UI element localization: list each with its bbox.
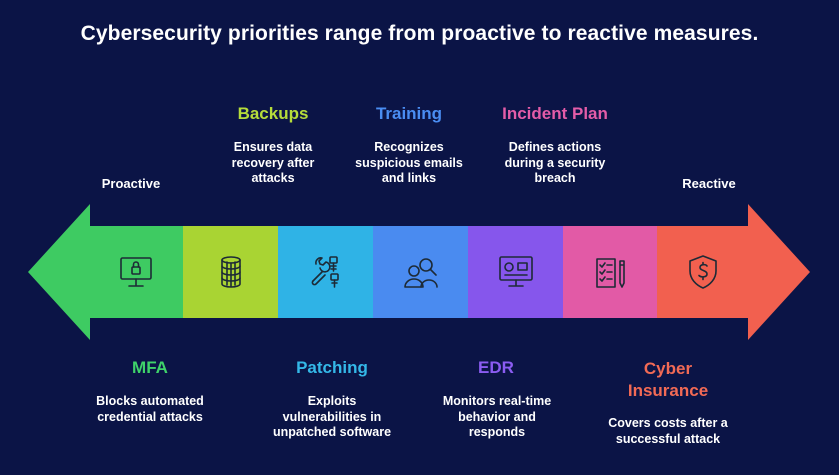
segment-edr	[468, 226, 563, 318]
right-arrow-head	[748, 204, 810, 340]
label-training: Training	[375, 104, 443, 123]
label-edr: EDR	[478, 358, 514, 377]
shield-dollar-icon	[689, 255, 717, 289]
segment-patching	[278, 226, 373, 318]
diagram-title: Cybersecurity priorities range from proa…	[80, 22, 759, 45]
monitor-lock-icon	[120, 257, 152, 287]
segment-training	[373, 226, 468, 318]
checklist-pen-icon	[596, 258, 625, 288]
label-backups: Backups	[237, 104, 309, 123]
segment-incident-plan	[563, 226, 657, 318]
label-mfa: MFA	[132, 358, 168, 377]
monitor-dashboard-icon	[498, 256, 533, 287]
segment-backups	[183, 226, 278, 318]
wrench-bolts-icon	[311, 256, 339, 288]
label-proactive: Proactive	[101, 176, 161, 191]
segment-cyber-insurance	[657, 226, 749, 318]
segment-mfa	[89, 226, 183, 318]
label-patching: Patching	[296, 358, 368, 377]
label-reactive: Reactive	[682, 176, 736, 191]
label-incident-plan: Incident Plan	[502, 104, 608, 123]
database-icon	[220, 256, 241, 288]
left-arrow-head	[28, 204, 90, 340]
people-search-icon	[403, 258, 438, 288]
